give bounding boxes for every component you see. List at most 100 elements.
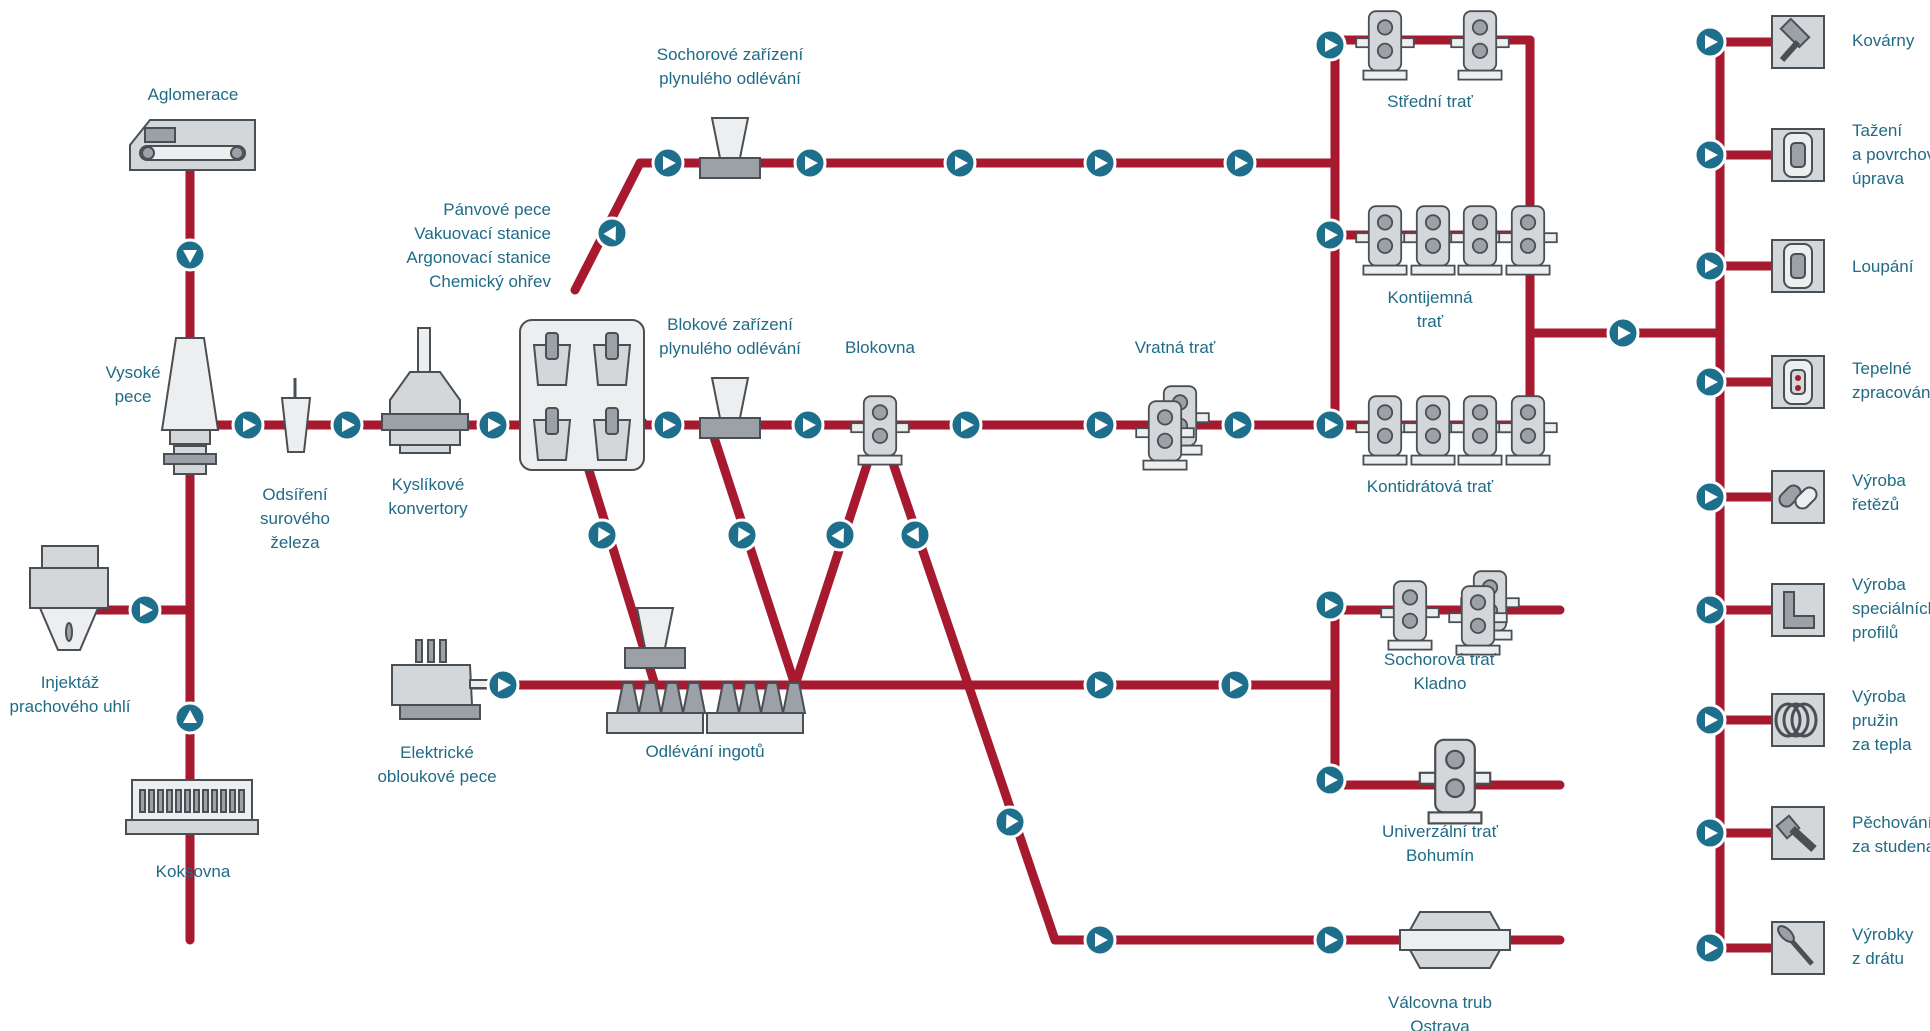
rolling-stand-icon — [1135, 400, 1195, 471]
label-odsireni: Odsíření — [262, 485, 327, 504]
label-kontidratova-trat: Kontidrátová trať — [1367, 477, 1494, 496]
flow-arrow-icon — [1083, 408, 1117, 442]
flow-arrow-icon — [128, 593, 162, 627]
label-product-8: z drátu — [1852, 949, 1904, 968]
electric-arc-furnace-icon — [391, 639, 497, 720]
label-product-6: Výroba — [1852, 687, 1906, 706]
flow-arrow-icon — [330, 408, 364, 442]
label-valcovna-trub: Ostrava — [1410, 1017, 1470, 1031]
label-product-6: za tepla — [1852, 735, 1912, 754]
flow-arrow-icon — [173, 701, 207, 735]
flow-arrow-icon — [1223, 146, 1257, 180]
flow-arrow-icon — [231, 408, 265, 442]
flow-arrow-icon — [1693, 816, 1727, 850]
label-kontijemna-trat: trať — [1417, 312, 1444, 331]
flow-arrow-icon — [791, 408, 825, 442]
profile-icon — [1771, 583, 1825, 637]
label-blokovna: Blokovna — [845, 338, 915, 357]
label-injektaz: Injektáž — [41, 673, 100, 692]
flow-arrow-icon — [1221, 408, 1255, 442]
label-product-5: speciálních — [1852, 599, 1930, 618]
label-vysoke-pece: Vysoké — [105, 363, 160, 382]
flow-arrow-icon — [585, 518, 619, 552]
flow-arrow-icon — [1313, 218, 1347, 252]
label-kyslikove-konvertory: Kyslíkové — [392, 475, 465, 494]
label-vratna-trat: Vratná trať — [1135, 338, 1216, 357]
coal-injection-icon — [29, 545, 109, 651]
rolling-stand-icon — [1380, 580, 1440, 651]
label-blokove-zarizeni: Blokové zařízení — [667, 315, 793, 334]
drawing-die-icon — [1771, 128, 1825, 182]
label-kyslikove-konvertory: konvertory — [388, 499, 468, 518]
flow-arrow-icon — [1606, 316, 1640, 350]
label-product-3: zpracování — [1852, 383, 1930, 402]
rolling-stand-icon — [1448, 585, 1508, 656]
secondary-metallurgy-icon — [519, 319, 645, 471]
blast-furnace-icon — [160, 337, 220, 475]
label-odsireni: železa — [270, 533, 320, 552]
flow-line — [875, 420, 1565, 945]
rolling-stand-icon — [1450, 205, 1510, 276]
flow-arrow-icon — [1313, 588, 1347, 622]
flow-arrow-icon — [943, 146, 977, 180]
label-sochorova-trat-kladno: Kladno — [1414, 674, 1467, 693]
label-elektricke-pece: Elektrické — [400, 743, 474, 762]
flow-direction-markers — [128, 25, 1727, 965]
rolling-stand-icon — [1498, 395, 1558, 466]
flow-arrow-icon — [1693, 931, 1727, 965]
label-product-5: profilů — [1852, 623, 1898, 642]
flow-arrow-icon — [1693, 593, 1727, 627]
flow-arrow-icon — [1693, 25, 1727, 59]
rolling-stand-icon — [1403, 205, 1463, 276]
label-univerzalni-trat: Bohumín — [1406, 846, 1474, 865]
flow-arrow-icon — [1693, 703, 1727, 737]
bolt-icon — [1771, 806, 1825, 860]
tube-mill-icon — [1399, 911, 1511, 969]
sinter-plant-icon — [129, 119, 256, 171]
rolling-stand-icon — [1498, 205, 1558, 276]
label-product-8: Výrobky — [1852, 925, 1914, 944]
label-product-7: Pěchování — [1852, 813, 1930, 832]
flow-arrow-icon — [1313, 408, 1347, 442]
flow-arrow-icon — [1083, 923, 1117, 957]
label-univerzalni-trat: Univerzální trať — [1382, 822, 1499, 841]
flow-arrow-icon — [486, 668, 520, 702]
flow-arrow-icon — [1218, 668, 1252, 702]
peeling-icon — [1771, 239, 1825, 293]
flow-arrow-icon — [823, 518, 857, 552]
flow-arrow-icon — [1693, 138, 1727, 172]
flow-arrow-icon — [1693, 480, 1727, 514]
label-product-4: Výroba — [1852, 471, 1906, 490]
flow-arrow-icon — [1693, 249, 1727, 283]
flow-arrow-icon — [595, 216, 629, 250]
rolling-stand-icon — [1450, 395, 1510, 466]
ingot-ladle-icon — [624, 607, 686, 669]
flow-arrow-icon — [173, 238, 207, 272]
flow-arrow-icon — [793, 146, 827, 180]
flow-arrow-icon — [1083, 668, 1117, 702]
label-pannove-pece: Vakuovací stanice — [414, 224, 551, 243]
labels: AglomeraceVysoképeceOdsířenísurovéhožele… — [10, 31, 1930, 1031]
spring-icon — [1771, 693, 1825, 747]
flow-arrow-icon — [476, 408, 510, 442]
label-odsireni: surového — [260, 509, 330, 528]
label-product-2: Loupání — [1852, 257, 1914, 276]
desulphurization-icon — [280, 378, 312, 453]
label-sochorove-zarizeni: Sochorové zařízení — [657, 45, 804, 64]
flow-arrow-icon — [898, 518, 932, 552]
hammer-icon — [1771, 15, 1825, 69]
rolling-stand-icon — [1418, 738, 1492, 825]
label-product-1: a povrchová — [1852, 145, 1930, 164]
label-valcovna-trub: Válcovna trub — [1388, 993, 1492, 1012]
flow-arrow-icon — [725, 518, 759, 552]
label-stredni-trat: Střední trať — [1387, 92, 1473, 111]
label-product-5: Výroba — [1852, 575, 1906, 594]
heat-treatment-icon — [1771, 355, 1825, 409]
rolling-stand-icon — [1403, 395, 1463, 466]
label-product-1: Tažení — [1852, 121, 1902, 140]
rolling-stand-icon — [1355, 205, 1415, 276]
machines — [29, 10, 1825, 975]
rolling-stand-icon — [1450, 10, 1510, 81]
rolling-stand-icon — [850, 395, 910, 466]
